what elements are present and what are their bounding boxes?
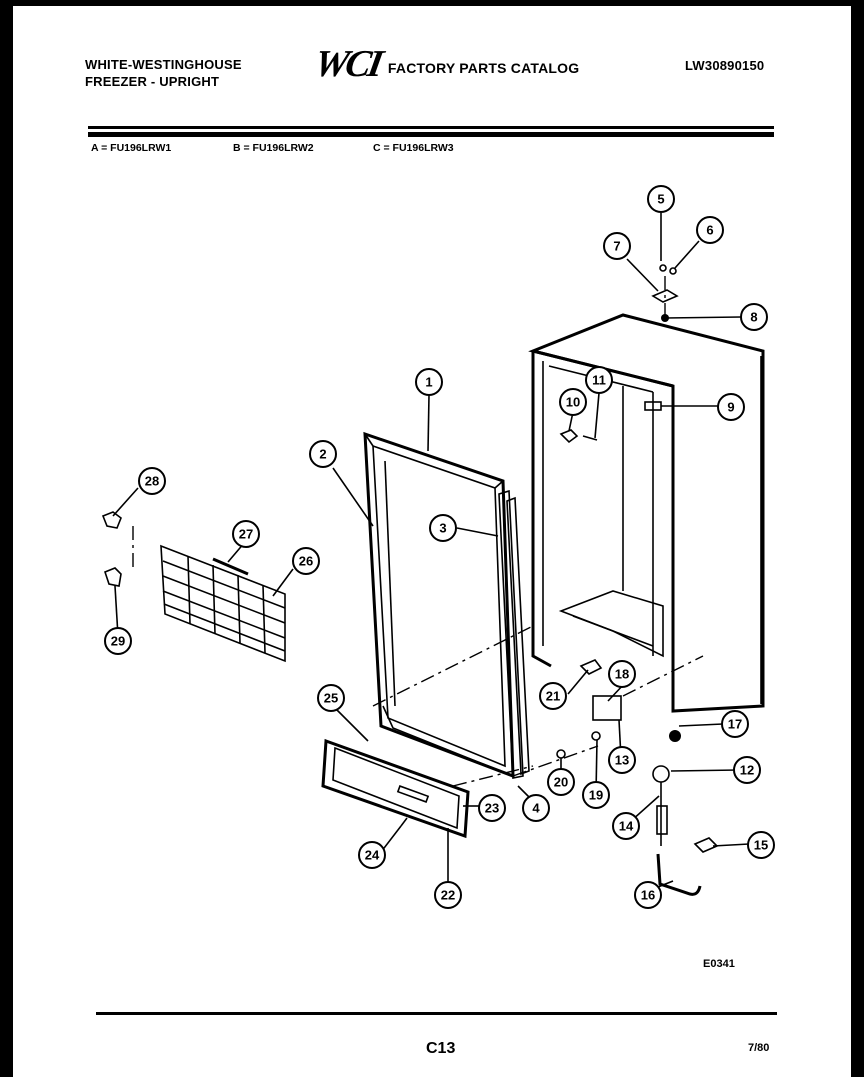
- model-b: B = FU196LRW2: [233, 142, 314, 154]
- brand-line-2: FREEZER - UPRIGHT: [85, 74, 220, 89]
- exploded-parts-diagram: 1 2 3 4 5 6 7 8 9 10 11 12 13 14 15 16 1…: [101, 185, 775, 909]
- callout-25: 25: [317, 684, 345, 712]
- callout-8: 8: [740, 303, 768, 331]
- callout-7: 7: [603, 232, 631, 260]
- callout-number: 15: [754, 838, 768, 853]
- callout-number: 8: [750, 310, 757, 325]
- callout-number: 4: [532, 801, 540, 816]
- callout-2: 2: [309, 440, 337, 468]
- callout-number: 17: [728, 717, 742, 732]
- footer-rule: [96, 1012, 777, 1015]
- callout-number: 13: [615, 753, 629, 768]
- evaporator-grille: [160, 544, 286, 663]
- callout-23: 23: [478, 794, 506, 822]
- callout-number: 29: [111, 634, 125, 649]
- callout-number: 5: [657, 192, 664, 207]
- callout-19: 19: [582, 781, 610, 809]
- callout-number: 24: [365, 848, 380, 863]
- callout-number: 22: [441, 888, 455, 903]
- door-assembly: [363, 431, 530, 779]
- callout-28: 28: [138, 467, 166, 495]
- callout-number: 2: [319, 447, 326, 462]
- callout-number: 9: [727, 400, 734, 415]
- small-parts: [101, 264, 719, 896]
- callout-29: 29: [104, 627, 132, 655]
- callout-1: 1: [415, 368, 443, 396]
- callout-27: 27: [232, 520, 260, 548]
- callout-9: 9: [717, 393, 745, 421]
- callout-number: 19: [589, 788, 603, 803]
- callout-17: 17: [721, 710, 749, 738]
- toe-grille: [321, 738, 470, 839]
- document-number: LW30890150: [685, 58, 765, 73]
- model-c: C = FU196LRW3: [373, 142, 454, 154]
- callout-number: 18: [615, 667, 629, 682]
- callout-number: 14: [619, 819, 634, 834]
- callout-number: 7: [613, 239, 620, 254]
- figure-code: E0341: [703, 958, 735, 970]
- callout-number: 27: [239, 527, 253, 542]
- cabinet: [528, 313, 765, 713]
- model-list: A = FU196LRW1 B = FU196LRW2 C = FU196LRW…: [91, 142, 454, 154]
- model-a: A = FU196LRW1: [91, 142, 172, 154]
- callout-22: 22: [434, 881, 462, 909]
- callout-number: 25: [324, 691, 338, 706]
- callout-12: 12: [733, 756, 761, 784]
- callout-number: 10: [566, 395, 580, 410]
- callout-14: 14: [612, 812, 640, 840]
- callout-21: 21: [539, 682, 567, 710]
- callout-4: 4: [522, 794, 550, 822]
- callout-number: 28: [145, 474, 159, 489]
- brand-line-1: WHITE-WESTINGHOUSE: [85, 57, 242, 72]
- alignment-lines: [132, 276, 704, 787]
- callout-15: 15: [747, 831, 775, 859]
- header-rule-thin: [88, 126, 774, 129]
- catalog-page: WHITE-WESTINGHOUSE FREEZER - UPRIGHT WCI…: [13, 6, 851, 1077]
- callout-13: 13: [608, 746, 636, 774]
- callout-number: 21: [546, 689, 560, 704]
- callout-24: 24: [358, 841, 386, 869]
- callout-number: 23: [485, 801, 499, 816]
- callout-number: 12: [740, 763, 754, 778]
- callout-number: 6: [706, 223, 713, 238]
- callout-16: 16: [634, 881, 662, 909]
- callout-number: 3: [439, 521, 446, 536]
- callout-number: 20: [554, 775, 568, 790]
- callout-11: 11: [585, 366, 613, 394]
- callout-18: 18: [608, 660, 636, 688]
- callout-20: 20: [547, 768, 575, 796]
- callout-3: 3: [429, 514, 457, 542]
- callout-26: 26: [292, 547, 320, 575]
- callout-10: 10: [559, 388, 587, 416]
- catalog-title: FACTORY PARTS CATALOG: [387, 60, 580, 76]
- callout-number: 26: [299, 554, 313, 569]
- callout-number: 11: [592, 373, 606, 388]
- header-rule-thick: [88, 132, 774, 137]
- callout-number: 1: [425, 375, 432, 390]
- page-number: C13: [426, 1040, 456, 1057]
- callout-5: 5: [647, 185, 675, 213]
- catalog-heading: WCI FACTORY PARTS CATALOG: [311, 43, 580, 85]
- brand-block: WHITE-WESTINGHOUSE FREEZER - UPRIGHT: [85, 56, 242, 90]
- revision-date: 7/80: [748, 1042, 770, 1054]
- callout-number: 16: [641, 888, 655, 903]
- callout-6: 6: [696, 216, 724, 244]
